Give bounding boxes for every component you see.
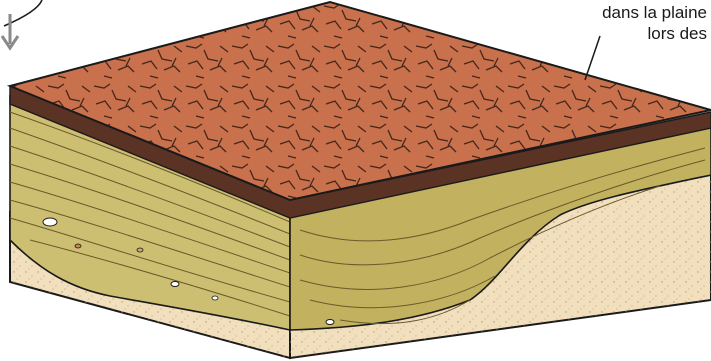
- caption-line-1: dans la plaine: [497, 2, 707, 23]
- arrow-down-icon: [2, 14, 18, 48]
- caption-text: dans la plaine lors des: [497, 2, 707, 44]
- caption-line-2: lors des: [497, 23, 707, 44]
